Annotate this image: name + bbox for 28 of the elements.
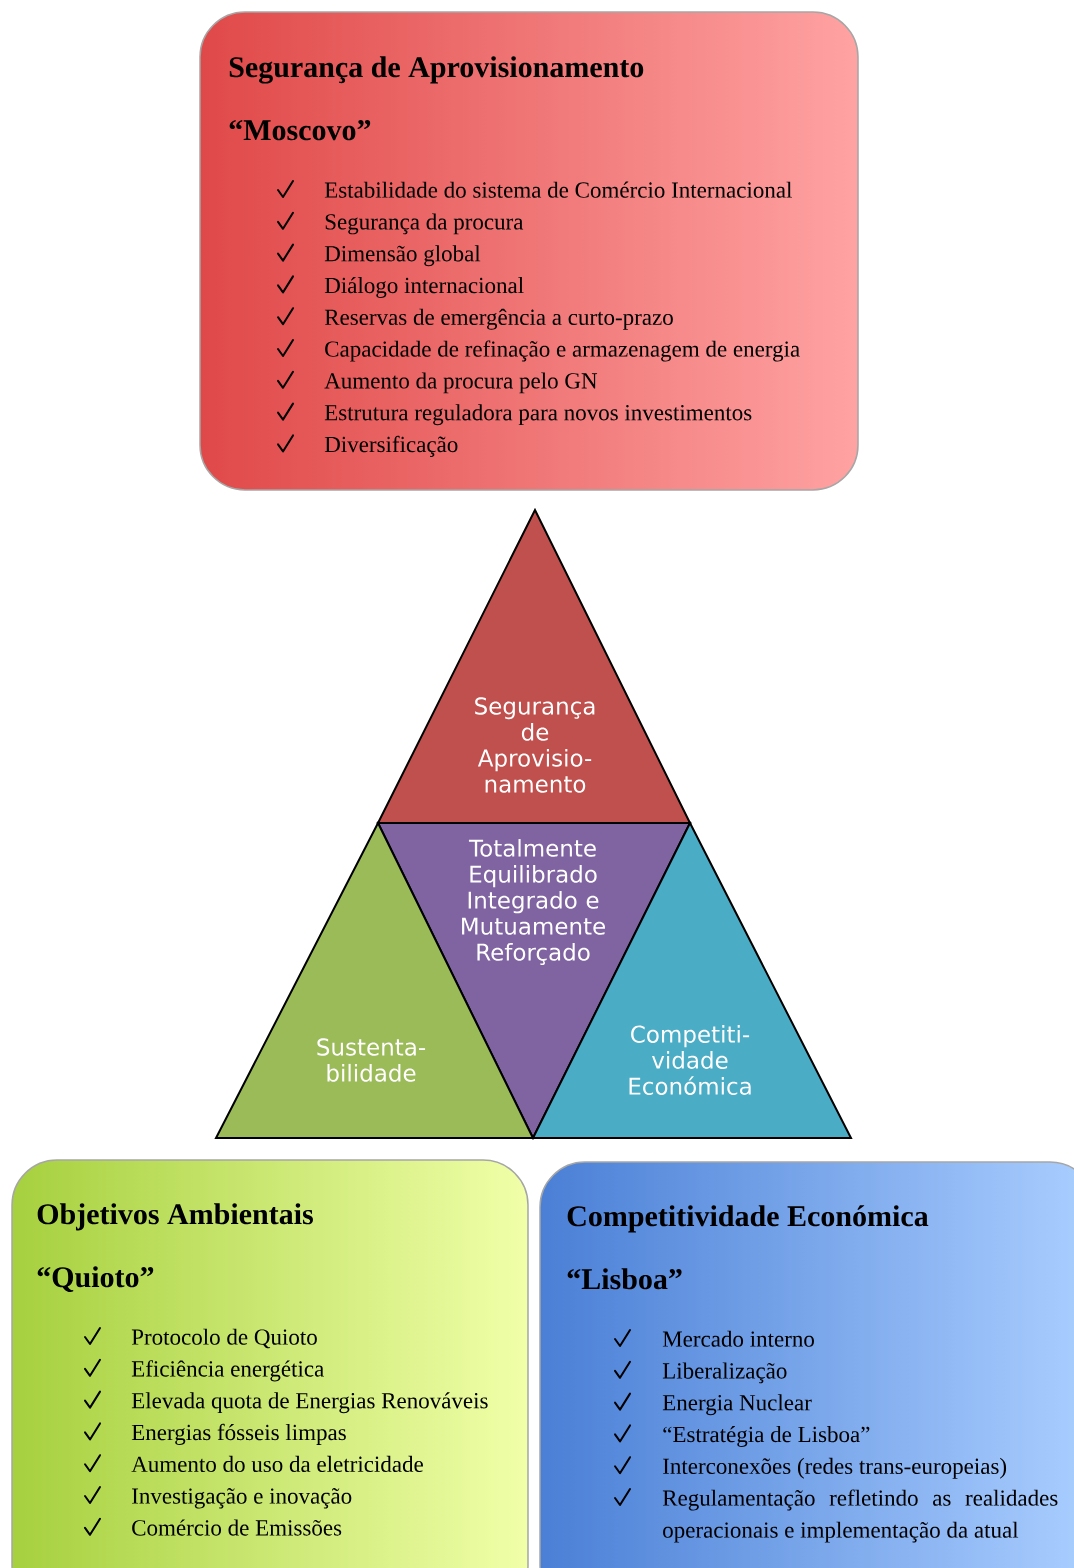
list-item: Eficiência energética: [131, 1360, 324, 1382]
list-item: Investigação e inovação: [132, 1488, 352, 1509]
list-item: “Estratégia de Lisboa”: [663, 1426, 870, 1447]
list-item: Elevada quota de Energias Renováveis: [131, 1392, 488, 1414]
card-title: Competitividade Económica: [567, 1205, 929, 1233]
card-title: Segurança de Aprovisionamento: [229, 56, 644, 84]
list-item: Interconexões (redes trans-europeias): [663, 1457, 1007, 1479]
list-item: Diálogo internacional: [324, 277, 524, 298]
list-item: Capacidade de refinação e armazenagem de energia: [325, 340, 800, 362]
list-item: Liberalização: [662, 1362, 787, 1384]
list-item: Regulamentação refletindo as realidades operacionais e implementação da atual: [662, 1489, 1058, 1543]
list-item: Dimensão global: [324, 245, 481, 267]
list-item: Energias fósseis limpas: [131, 1423, 346, 1445]
list-item: Reservas de emergência a curto-prazo: [324, 308, 673, 330]
list-item: Energia Nuclear: [662, 1394, 812, 1416]
card-title: Objetivos Ambientais: [37, 1203, 313, 1231]
list-item: Aumento do uso da eletricidade: [131, 1455, 423, 1473]
list-item: Estabilidade do sistema de Comércio Internacional: [324, 181, 792, 198]
list-item: Protocolo de Quioto: [131, 1328, 317, 1349]
card-subtitle: “Quioto”: [37, 1266, 154, 1292]
list-item: Estrutura reguladora para novos investimentos: [324, 404, 752, 426]
list-item: Aumento da procura pelo GN: [324, 372, 598, 394]
list-item: Comércio de Emissões: [132, 1519, 342, 1536]
list-item: Diversificação: [324, 435, 458, 457]
list-item: Mercado interno: [662, 1330, 814, 1347]
card-subtitle: “Moscovo”: [229, 120, 371, 141]
list-item: Segurança da procura: [325, 213, 524, 235]
card-subtitle: “Lisboa”: [567, 1268, 682, 1290]
